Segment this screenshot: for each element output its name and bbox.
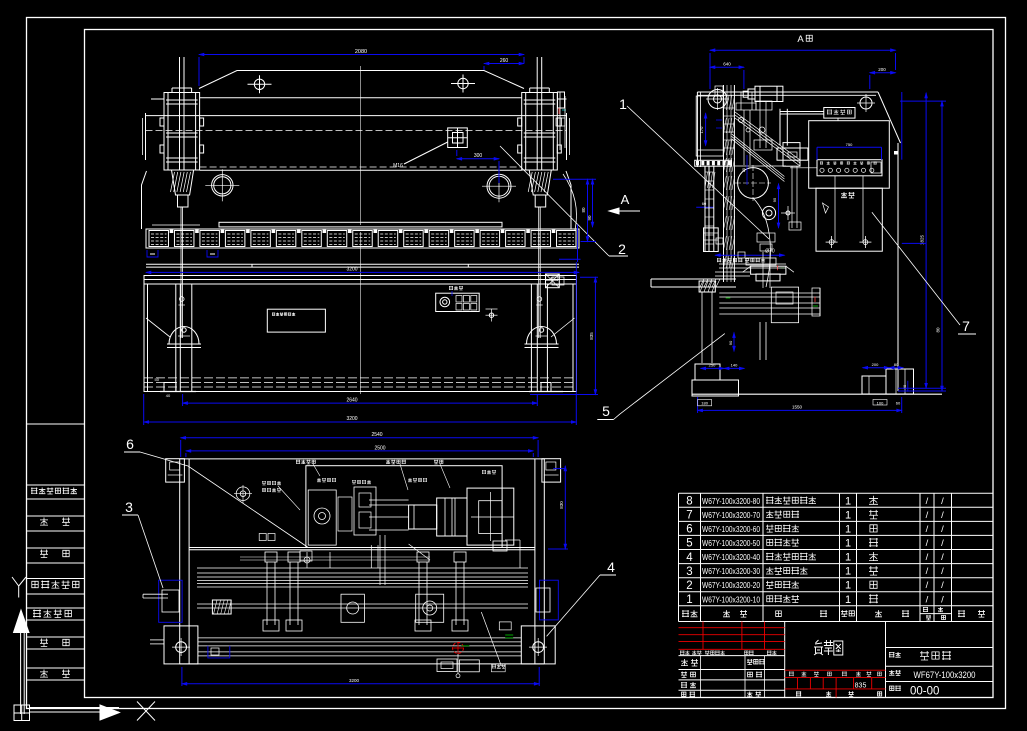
svg-text:/: / (926, 524, 929, 535)
svg-text:100: 100 (877, 400, 884, 405)
svg-text:1: 1 (845, 594, 851, 606)
svg-text:1: 1 (686, 594, 692, 606)
svg-text:1: 1 (845, 509, 851, 521)
svg-text:3200: 3200 (346, 267, 357, 273)
svg-text:25: 25 (742, 168, 746, 172)
svg-text:2640: 2640 (346, 398, 357, 404)
svg-text:/: / (926, 552, 929, 563)
svg-text:1: 1 (619, 96, 627, 112)
svg-text:W67Y-100x3200-80: W67Y-100x3200-80 (702, 496, 760, 506)
svg-text:80: 80 (936, 327, 941, 333)
svg-text:640: 640 (723, 62, 731, 67)
svg-text:1: 1 (845, 495, 851, 507)
svg-text:90: 90 (728, 340, 733, 345)
svg-text:W67Y-100x3200-60: W67Y-100x3200-60 (702, 524, 760, 534)
svg-text:/: / (926, 538, 929, 549)
svg-text:170: 170 (699, 126, 704, 133)
svg-text:7: 7 (962, 318, 970, 334)
svg-text:40: 40 (550, 276, 555, 281)
svg-text:95: 95 (772, 197, 777, 202)
svg-text:1825: 1825 (920, 234, 925, 245)
svg-text:/: / (941, 538, 944, 549)
svg-text:2500: 2500 (374, 446, 385, 452)
svg-text:3: 3 (686, 566, 692, 578)
svg-text:/: / (926, 496, 929, 507)
svg-text:7: 7 (686, 510, 692, 522)
svg-text:W67Y-100x3200-20: W67Y-100x3200-20 (702, 580, 760, 590)
svg-text:180: 180 (701, 401, 708, 406)
svg-text:1550: 1550 (792, 405, 803, 410)
svg-text:5: 5 (602, 403, 610, 419)
svg-text:2: 2 (686, 580, 692, 592)
svg-text:W67Y-100x3200-50: W67Y-100x3200-50 (702, 538, 760, 548)
svg-text:A: A (621, 192, 630, 207)
svg-text:835: 835 (855, 683, 867, 690)
svg-text:M16: M16 (393, 163, 403, 169)
svg-text:3200: 3200 (346, 416, 357, 422)
svg-text:/: / (926, 566, 929, 577)
svg-text:750: 750 (846, 142, 853, 147)
svg-text:200: 200 (872, 362, 879, 367)
svg-text:6: 6 (686, 524, 692, 536)
svg-text:3200: 3200 (349, 678, 360, 683)
svg-text:1: 1 (845, 523, 851, 535)
svg-text:/: / (941, 552, 944, 563)
svg-text:90: 90 (587, 215, 592, 221)
svg-text:1: 1 (845, 580, 851, 592)
svg-text:60: 60 (896, 400, 901, 405)
svg-text:A: A (797, 34, 804, 45)
svg-text:260: 260 (500, 58, 509, 64)
svg-text:6: 6 (126, 436, 134, 452)
svg-text:W67Y-100x3200-70: W67Y-100x3200-70 (702, 510, 760, 520)
svg-text:835: 835 (589, 332, 594, 340)
svg-text:W67Y-100x3200-40: W67Y-100x3200-40 (702, 552, 760, 562)
svg-text:140: 140 (731, 363, 738, 368)
svg-text:W67Y-100x3200-10: W67Y-100x3200-10 (702, 594, 760, 604)
svg-text:90: 90 (903, 385, 907, 389)
svg-text:2540: 2540 (371, 432, 382, 438)
svg-text:00-00: 00-00 (910, 686, 939, 698)
svg-text:3: 3 (125, 499, 133, 515)
svg-text:4: 4 (686, 552, 693, 564)
svg-text:50: 50 (155, 377, 160, 382)
svg-text:WF67Y-100x3200: WF67Y-100x3200 (914, 670, 976, 681)
svg-text:/: / (941, 594, 944, 605)
svg-text:/: / (926, 580, 929, 591)
svg-text:2080: 2080 (355, 49, 367, 55)
svg-text:4: 4 (607, 559, 615, 575)
svg-text:80: 80 (581, 207, 586, 213)
svg-text:/: / (941, 566, 944, 577)
svg-text:60: 60 (702, 201, 707, 206)
svg-text:300: 300 (474, 153, 483, 159)
svg-text:/: / (941, 496, 944, 507)
svg-text:2: 2 (618, 241, 626, 257)
svg-text:250: 250 (709, 363, 716, 368)
svg-text:40: 40 (166, 393, 171, 398)
svg-text:/: / (941, 524, 944, 535)
svg-text:8: 8 (686, 495, 692, 507)
svg-text:W67Y-100x3200-30: W67Y-100x3200-30 (702, 566, 760, 576)
svg-text:830: 830 (559, 501, 564, 509)
svg-text:/: / (926, 510, 929, 521)
svg-text:5: 5 (686, 538, 692, 550)
svg-text:80: 80 (894, 362, 899, 367)
svg-text:/: / (941, 510, 944, 521)
svg-text:1: 1 (845, 566, 851, 578)
svg-text:/: / (926, 594, 929, 605)
svg-text:1: 1 (845, 537, 851, 549)
svg-text:200: 200 (878, 67, 886, 72)
svg-text:/: / (941, 580, 944, 591)
svg-text:1: 1 (845, 552, 851, 564)
